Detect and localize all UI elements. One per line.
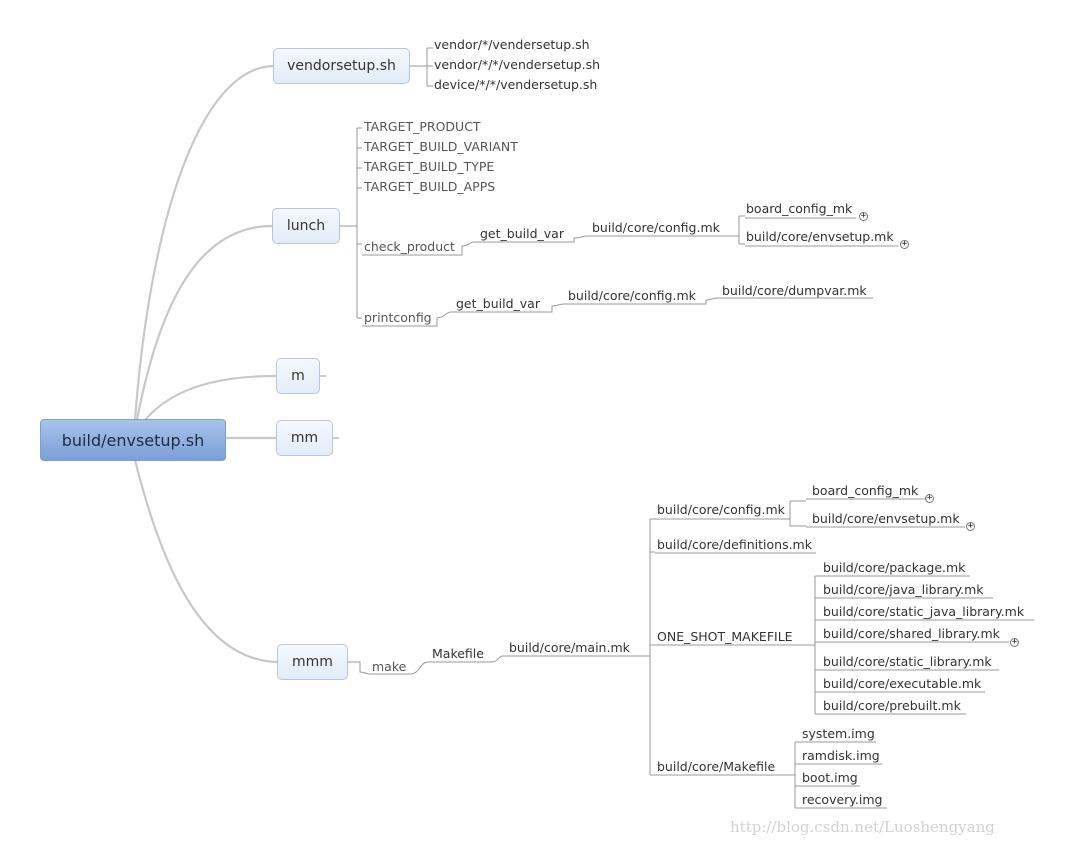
make-node[interactable]: make	[372, 659, 407, 674]
one-shot-child-shared-library[interactable]: build/core/shared_library.mk	[823, 626, 1000, 641]
expand-envsetup-icon[interactable]: +	[900, 239, 909, 249]
watermark: http://blog.csdn.net/Luoshengyang	[730, 818, 995, 836]
lunch-var-target-build-variant[interactable]: TARGET_BUILD_VARIANT	[364, 139, 518, 154]
vendorsetup-child-1[interactable]: vendor/*/vendersetup.sh	[434, 37, 590, 52]
mmm-definitions-mk[interactable]: build/core/definitions.mk	[657, 537, 812, 552]
check-product-node[interactable]: check_product	[364, 239, 455, 254]
image-system[interactable]: system.img	[802, 726, 875, 741]
one-shot-child-static-library[interactable]: build/core/static_library.mk	[823, 654, 992, 669]
m-node[interactable]: m	[276, 358, 320, 394]
core-makefile-node[interactable]: build/core/Makefile	[657, 759, 776, 774]
printconfig-config-mk[interactable]: build/core/config.mk	[568, 288, 696, 303]
mmm-board-config-mk[interactable]: board_config_mk	[812, 483, 919, 498]
root-node[interactable]: build/envsetup.sh	[40, 419, 226, 461]
lunch-var-target-build-apps[interactable]: TARGET_BUILD_APPS	[364, 179, 496, 194]
expand-shared-library-icon[interactable]: +	[1010, 637, 1019, 647]
printconfig-dumpvar-mk[interactable]: build/core/dumpvar.mk	[722, 283, 867, 298]
printconfig-get-build-var[interactable]: get_build_var	[456, 296, 540, 311]
lunch-node[interactable]: lunch	[272, 208, 340, 244]
expand-mmm-board-config-icon[interactable]: +	[925, 493, 934, 503]
lunch-var-target-build-type[interactable]: TARGET_BUILD_TYPE	[364, 159, 495, 174]
image-ramdisk[interactable]: ramdisk.img	[802, 748, 880, 763]
mmm-node[interactable]: mmm	[277, 644, 348, 680]
one-shot-child-prebuilt[interactable]: build/core/prebuilt.mk	[823, 698, 961, 713]
one-shot-child-package[interactable]: build/core/package.mk	[823, 560, 966, 575]
one-shot-child-static-java-library[interactable]: build/core/static_java_library.mk	[823, 604, 1025, 619]
image-boot[interactable]: boot.img	[802, 770, 858, 785]
check-product-envsetup-mk[interactable]: build/core/envsetup.mk	[746, 229, 894, 244]
vendorsetup-child-2[interactable]: vendor/*/*/vendersetup.sh	[434, 57, 601, 72]
one-shot-child-java-library[interactable]: build/core/java_library.mk	[823, 582, 984, 597]
check-product-board-config-mk[interactable]: board_config_mk	[746, 201, 853, 216]
makefile-node[interactable]: Makefile	[432, 646, 484, 661]
mm-node[interactable]: mm	[276, 420, 333, 456]
mmm-config-mk[interactable]: build/core/config.mk	[657, 502, 785, 517]
one-shot-child-executable[interactable]: build/core/executable.mk	[823, 676, 982, 691]
image-recovery[interactable]: recovery.img	[802, 792, 883, 807]
expand-mmm-envsetup-icon[interactable]: +	[966, 521, 975, 531]
vendorsetup-node[interactable]: vendorsetup.sh	[273, 48, 410, 84]
printconfig-node[interactable]: printconfig	[364, 310, 432, 325]
vendorsetup-child-3[interactable]: device/*/*/vendersetup.sh	[434, 77, 598, 92]
lunch-var-target-product[interactable]: TARGET_PRODUCT	[364, 119, 481, 134]
one-shot-makefile-node[interactable]: ONE_SHOT_MAKEFILE	[657, 629, 793, 644]
check-product-config-mk[interactable]: build/core/config.mk	[592, 220, 720, 235]
check-product-get-build-var[interactable]: get_build_var	[480, 226, 564, 241]
main-mk-node[interactable]: build/core/main.mk	[509, 640, 630, 655]
expand-board-config-icon[interactable]: +	[859, 211, 868, 221]
mmm-envsetup-mk[interactable]: build/core/envsetup.mk	[812, 511, 960, 526]
